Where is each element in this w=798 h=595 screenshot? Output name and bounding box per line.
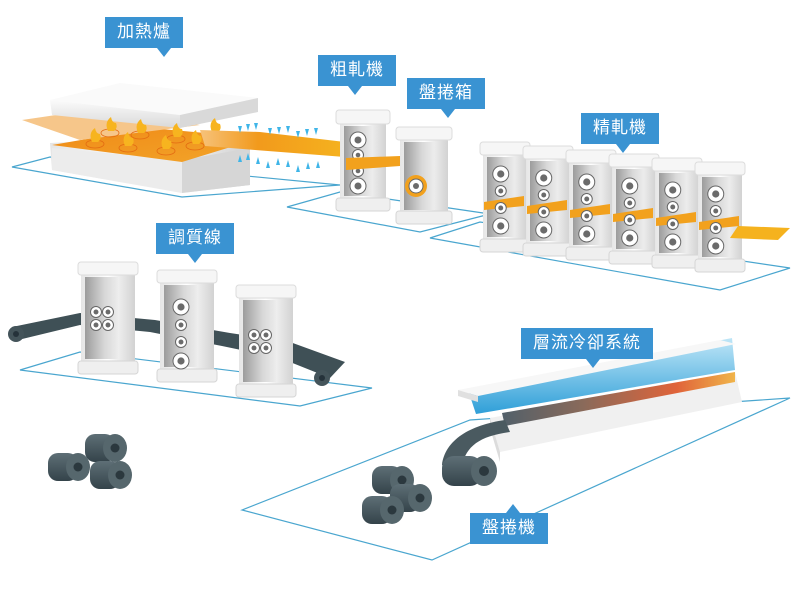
label-text: 盤捲箱 bbox=[419, 83, 473, 103]
finishing-stand bbox=[565, 149, 617, 261]
label-text: 加熱爐 bbox=[117, 22, 171, 42]
label-text: 盤捲機 bbox=[482, 518, 536, 538]
label-text: 調質線 bbox=[168, 228, 222, 248]
callout-pointer bbox=[441, 109, 455, 118]
steel-coil bbox=[48, 453, 90, 481]
label-laminar-cooling: 層流冷卻系統 bbox=[521, 328, 653, 368]
finishing-stand bbox=[522, 145, 574, 257]
coil-box-unit bbox=[395, 126, 453, 225]
callout-pointer bbox=[188, 254, 202, 263]
label-tempering-line: 調質線 bbox=[156, 223, 234, 263]
label-text: 粗軋機 bbox=[330, 60, 384, 80]
tempering-floor bbox=[19, 351, 373, 407]
cooled-strip bbox=[442, 420, 510, 466]
finishing-floor bbox=[429, 221, 791, 291]
steel-coil-stack-right bbox=[362, 466, 432, 524]
label-roughing-mill: 粗軋機 bbox=[318, 55, 396, 95]
water-spray-icons bbox=[238, 123, 320, 172]
laminar-cooling-unit bbox=[442, 338, 742, 486]
finishing-stand bbox=[651, 157, 703, 269]
steel-coil bbox=[85, 434, 127, 462]
tempering-stand bbox=[235, 284, 297, 398]
tempering-stand bbox=[77, 261, 139, 375]
callout-pointer bbox=[348, 86, 362, 95]
hot-strip-descaling bbox=[200, 130, 345, 157]
callout-pointer bbox=[616, 144, 630, 153]
steel-coil bbox=[362, 496, 404, 524]
label-text: 層流冷卻系統 bbox=[533, 333, 641, 353]
tempering-stand bbox=[156, 269, 218, 383]
steel-coil-stack-left bbox=[48, 434, 132, 489]
finishing-stand bbox=[608, 153, 660, 265]
finishing-stand bbox=[694, 161, 746, 273]
steel-coil bbox=[90, 461, 132, 489]
hot-strip-roughing bbox=[346, 156, 400, 170]
coiler-coil bbox=[442, 456, 497, 486]
cooling-floor bbox=[240, 397, 791, 561]
label-coil-box: 盤捲箱 bbox=[407, 78, 485, 118]
finished-strip-exit bbox=[730, 226, 790, 240]
callout-pointer bbox=[506, 504, 520, 513]
floor-outlines bbox=[11, 156, 791, 561]
finishing-mill-stands bbox=[479, 141, 746, 273]
callout-pointer bbox=[157, 48, 171, 57]
label-reheating-furnace: 加熱爐 bbox=[105, 17, 183, 57]
tempering-line-unit bbox=[8, 261, 345, 398]
callout-pointer bbox=[586, 359, 600, 368]
finishing-stand bbox=[479, 141, 531, 253]
label-finishing-mill: 精軋機 bbox=[581, 113, 659, 153]
flame-icons bbox=[85, 117, 221, 156]
label-coiler: 盤捲機 bbox=[470, 504, 548, 544]
label-text: 精軋機 bbox=[593, 118, 647, 138]
